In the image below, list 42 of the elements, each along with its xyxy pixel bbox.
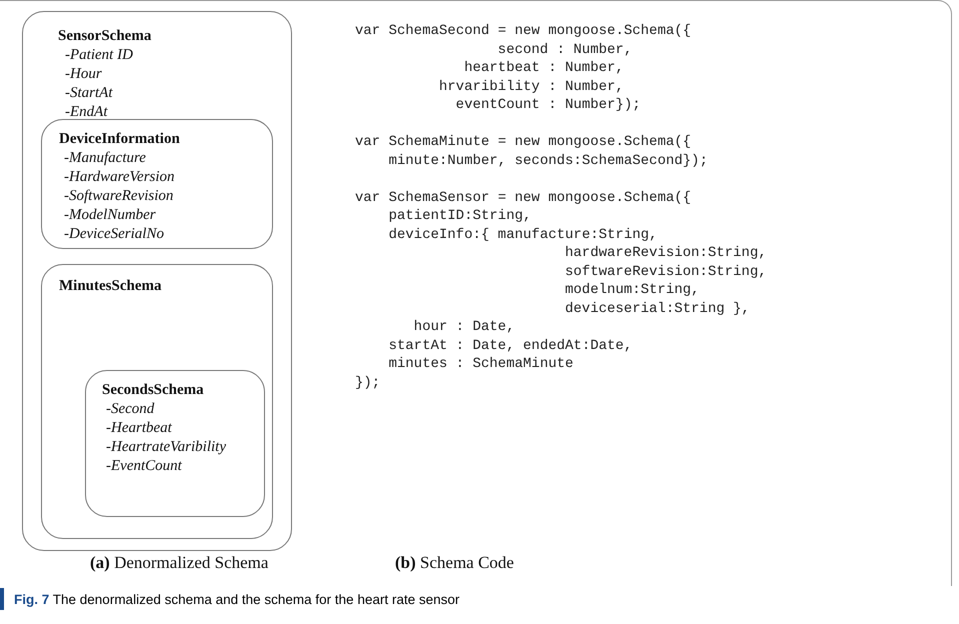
field-name: -EndAt [65,103,108,121]
field-name: -HardwareVersion [64,168,175,186]
field-name: -Patient ID [65,46,133,64]
field-name: -StartAt [65,84,112,102]
field-name: -HeartrateVaribility [106,438,226,456]
code-line: startAt : Date, endedAt:Date, [388,336,632,354]
code-line: var SchemaMinute = new mongoose.Schema({ [355,133,692,151]
schema-box [22,11,292,551]
field-name: -Second [106,400,154,418]
schema-title: SecondsSchema [102,381,204,399]
code-line: }); [355,374,380,392]
field-name: -Manufacture [64,149,146,167]
code-line: var SchemaSensor = new mongoose.Schema({ [355,188,692,206]
field-name: -Heartbeat [106,419,172,437]
code-line: softwareRevision:String, [565,262,767,280]
code-line: minute:Number, seconds:SchemaSecond}); [388,152,708,170]
field-name: -EventCount [106,457,182,475]
field-name: -Hour [65,65,102,83]
field-name: -SoftwareRevision [64,187,174,205]
code-line: var SchemaSecond = new mongoose.Schema({ [355,22,692,40]
schema-box [41,119,273,249]
panel-caption: (a) Denormalized Schema [90,553,268,573]
schema-title: DeviceInformation [59,130,180,148]
code-line: hardwareRevision:String, [565,244,767,262]
code-line: deviceInfo:{ manufacture:String, [388,226,658,244]
code-line: patientID:String, [388,207,532,225]
code-line: minutes : SchemaMinute [388,355,574,373]
schema-box [41,264,273,539]
code-line: hrvaribility : Number, [439,78,624,96]
schema-box [85,370,265,517]
field-name: -ModelNumber [64,206,156,224]
code-line: modelnum:String, [565,281,700,299]
figure-caption: Fig. 7 The denormalized schema and the schema for the heart rate sensor [14,592,460,607]
code-line: second : Number, [498,40,632,58]
code-line: hour : Date, [414,318,515,336]
code-line: deviceserial:String }, [565,300,750,318]
field-name: -DeviceSerialNo [64,225,164,243]
schema-title: MinutesSchema [59,277,162,295]
schema-title: SensorSchema [58,27,152,45]
panel-caption: (b) Schema Code [395,553,514,573]
code-line: eventCount : Number}); [456,96,641,114]
code-line: heartbeat : Number, [464,59,624,77]
